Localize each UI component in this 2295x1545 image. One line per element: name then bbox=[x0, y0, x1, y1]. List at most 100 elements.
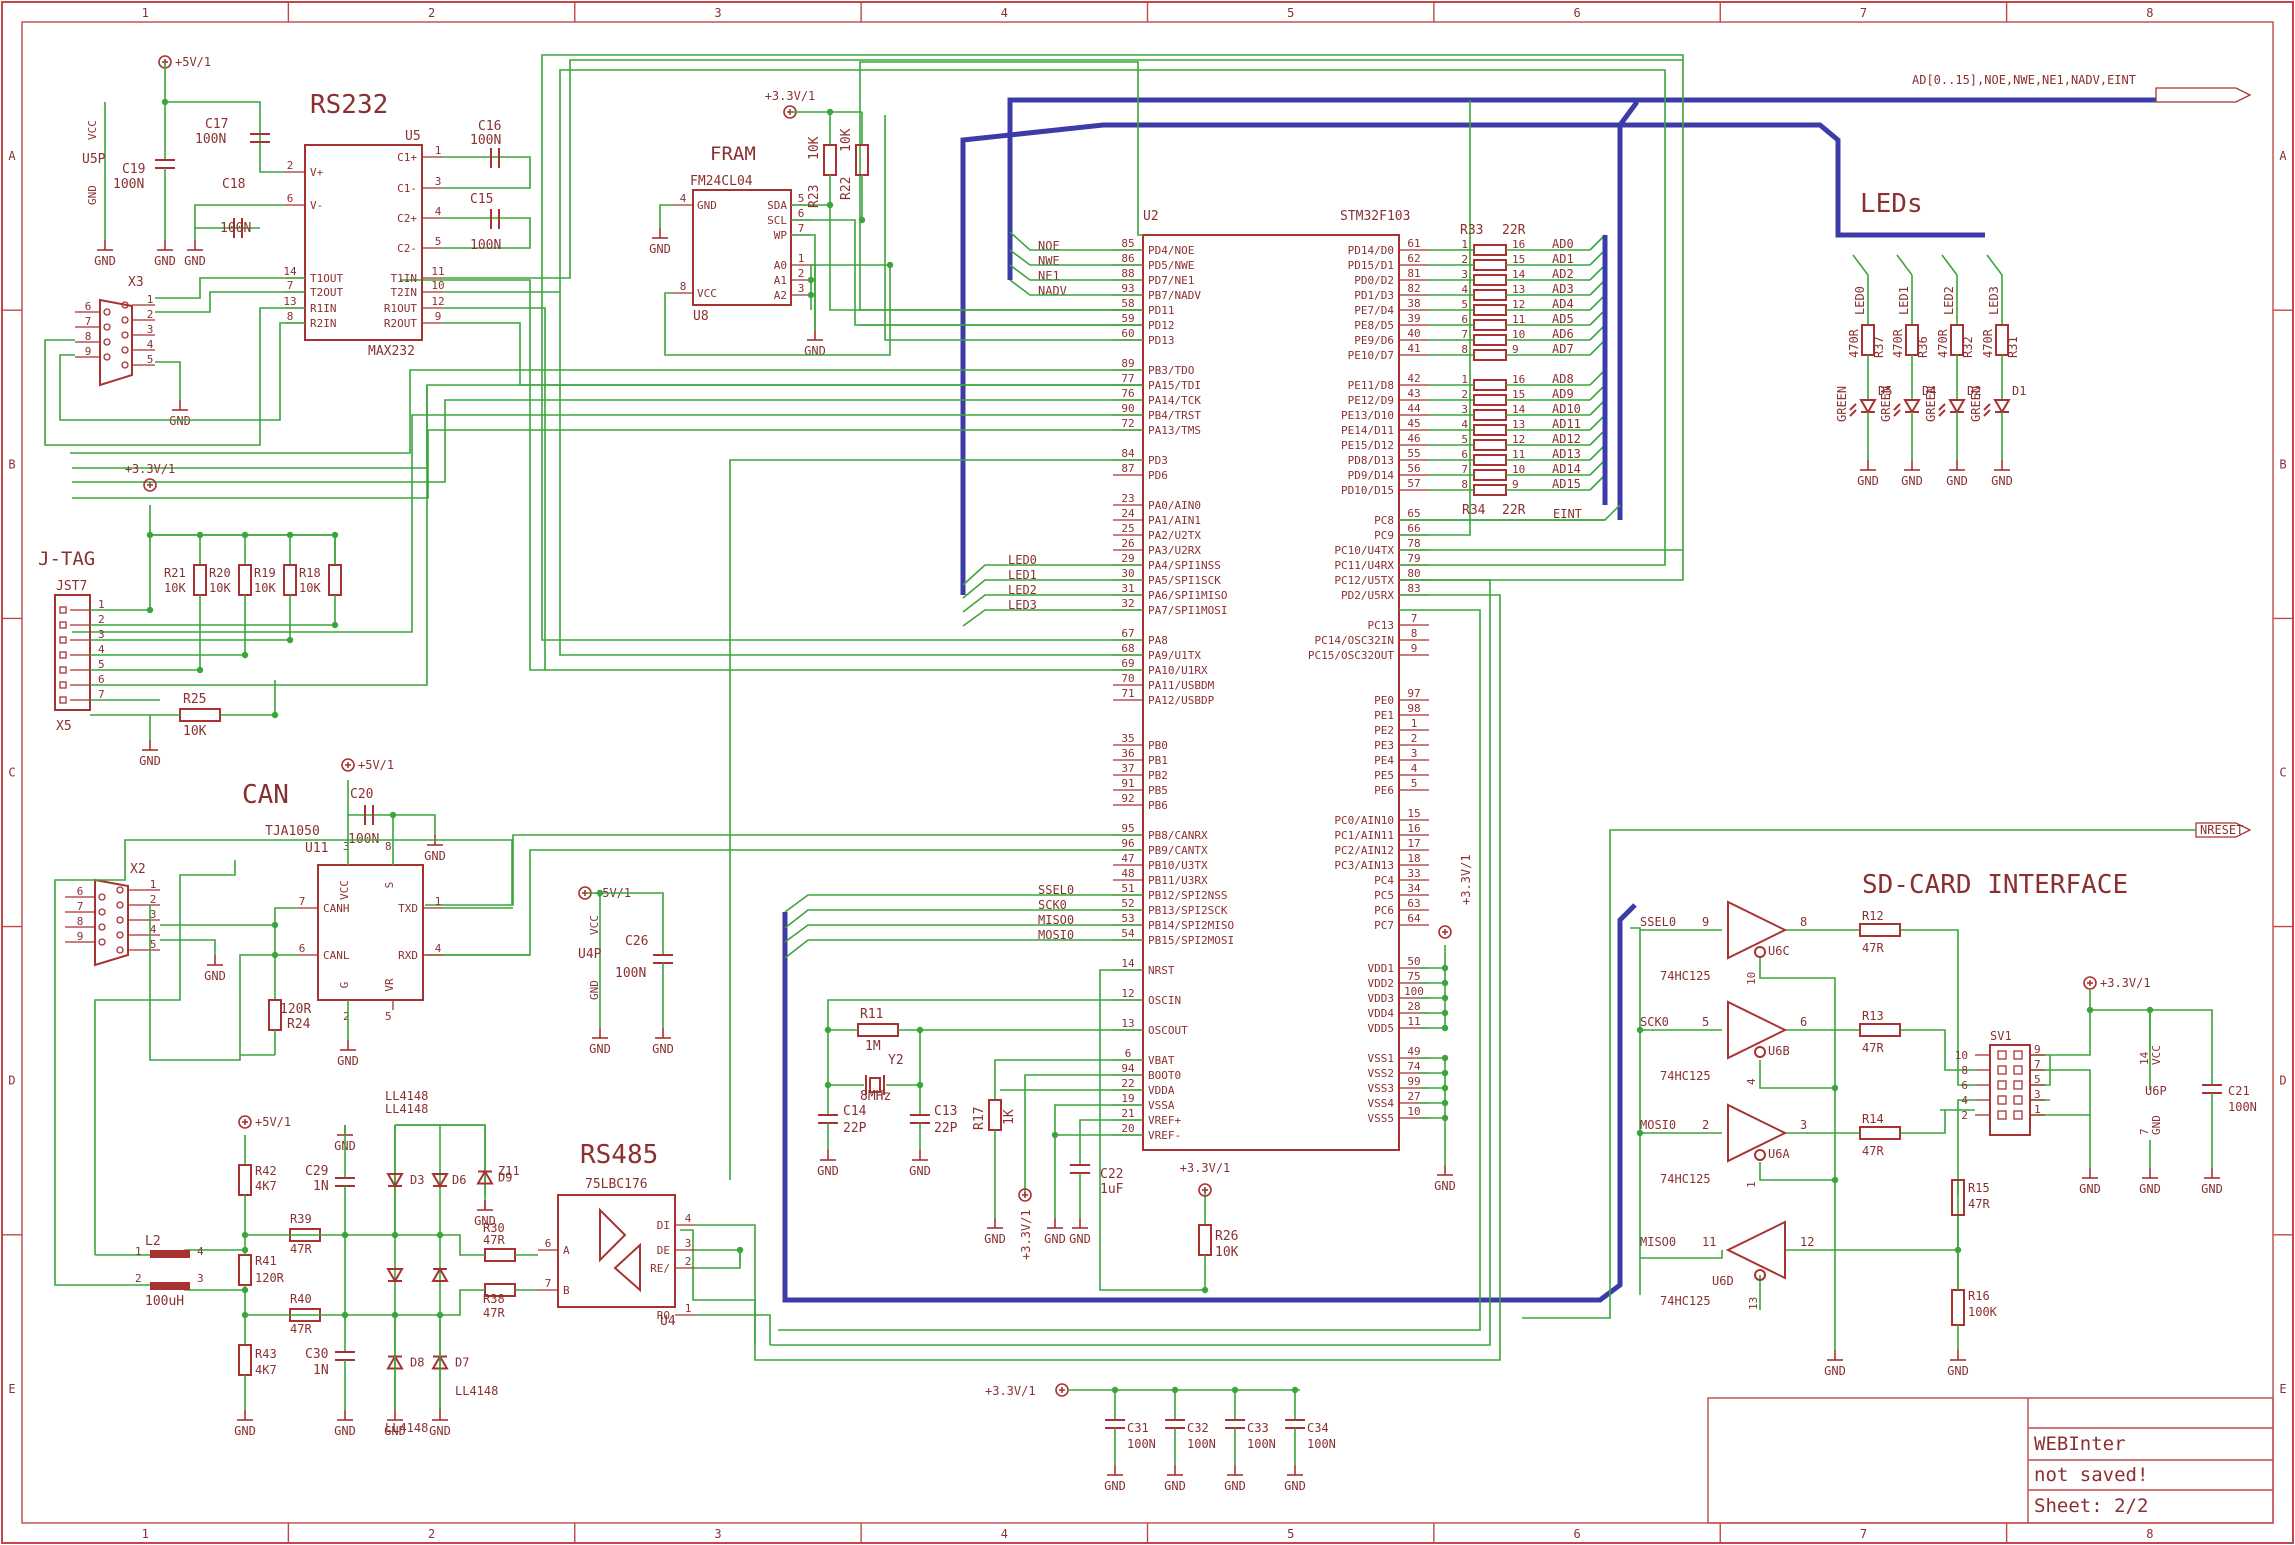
led-net-label: LED2 bbox=[1942, 286, 1956, 315]
u5-pin-number: 12 bbox=[431, 295, 444, 308]
mcu-pin-number: 21 bbox=[1121, 1107, 1134, 1120]
mcu-pin-name: PC13 bbox=[1368, 619, 1395, 632]
net-ssel0: SSEL0 bbox=[1038, 883, 1074, 897]
jtag-pin-number: 2 bbox=[98, 613, 105, 626]
can-s-pin: 8 bbox=[385, 840, 392, 853]
led-net-label: LED0 bbox=[1853, 286, 1867, 315]
c13-val: 22P bbox=[934, 1121, 958, 1136]
mcu-pin-name: VSS3 bbox=[1368, 1082, 1395, 1095]
net-led1: LED1 bbox=[1008, 568, 1037, 582]
r41-resistor bbox=[238, 1254, 252, 1286]
mcu-pin-name: PB14/SPI2MISO bbox=[1148, 919, 1234, 932]
mcu-pin-name: PB8/CANRX bbox=[1148, 829, 1208, 842]
gnd-symbol: GND bbox=[984, 1218, 1006, 1246]
mcu-pin-number: 90 bbox=[1121, 402, 1134, 415]
r34-val: 22R bbox=[1502, 503, 1526, 518]
junction-dot bbox=[1231, 1386, 1239, 1394]
mcu-pin-number: 96 bbox=[1121, 837, 1134, 850]
l2-ref: L2 bbox=[145, 1234, 161, 1249]
resnet-pin-left: 4 bbox=[1461, 418, 1468, 431]
jtag-pin-number: 5 bbox=[98, 658, 105, 671]
mcu-pin-number: 25 bbox=[1121, 522, 1134, 535]
u5-pin-name: T1IN bbox=[391, 272, 418, 285]
c19-cap: C19 100N bbox=[113, 102, 175, 240]
r43-ref: R43 bbox=[255, 1347, 277, 1361]
sv1-pin-left: 10 bbox=[1955, 1049, 1968, 1062]
r25-res: R25 10K bbox=[150, 692, 221, 739]
fram-pin-number: 4 bbox=[680, 192, 687, 205]
mcu-pin-number: 54 bbox=[1121, 927, 1135, 940]
resnet-element bbox=[1473, 274, 1507, 286]
gnd-symbol: GND bbox=[1946, 460, 1968, 488]
fram-pin-number: 8 bbox=[680, 280, 687, 293]
led-emit-arrow bbox=[1893, 403, 1901, 411]
u5-pin-name: C2+ bbox=[397, 212, 417, 225]
mcu-pin-name: PB11/U3RX bbox=[1148, 874, 1208, 887]
mcu-pin-number: 9 bbox=[1411, 642, 1418, 655]
u4-pin-name: RE/ bbox=[650, 1262, 670, 1275]
x3-pin-number: 4 bbox=[147, 338, 154, 351]
c22-val: 1uF bbox=[1100, 1182, 1124, 1197]
mcu-pin-number: 37 bbox=[1121, 762, 1134, 775]
u6p-gnd-pin: 7 bbox=[2138, 1128, 2151, 1135]
x2-pin-socket bbox=[116, 916, 124, 924]
decoup-val: 100N bbox=[1187, 1437, 1216, 1451]
led-diode-icon bbox=[1903, 399, 1921, 414]
mcu-pin-number: 19 bbox=[1121, 1092, 1134, 1105]
gnd-symbol: GND bbox=[474, 1200, 496, 1228]
x2-pin-socket bbox=[98, 938, 106, 946]
led-emit-arrow bbox=[1893, 409, 1901, 417]
u5-pin-name: V- bbox=[310, 199, 323, 212]
mcu-pin-number: 55 bbox=[1407, 447, 1420, 460]
mcu-pin-name: PB10/U3TX bbox=[1148, 859, 1208, 872]
col-label: 6 bbox=[1573, 1527, 1580, 1541]
led-bus-entry bbox=[1941, 254, 1958, 276]
supply-symbol bbox=[1438, 925, 1452, 939]
supply-circle-icon bbox=[143, 478, 157, 492]
mcu-pin-name: PC15/OSC32OUT bbox=[1308, 649, 1394, 662]
mcu-pin-number: 93 bbox=[1121, 282, 1134, 295]
nreset-label: NRESET bbox=[2200, 823, 2243, 837]
ad-net-label: AD3 bbox=[1552, 282, 1574, 296]
can-vcc-label: VCC bbox=[338, 880, 351, 900]
mcu-pin-number: 68 bbox=[1121, 642, 1134, 655]
gnd-symbol: GND bbox=[1164, 1465, 1186, 1493]
r33-ref: R33 bbox=[1460, 223, 1483, 238]
mcu-u2: U2 STM32F103 85PD4/NOE86PD5/NWE88PD7/NE1… bbox=[1113, 209, 1473, 1193]
gnd-label: GND bbox=[1284, 1479, 1306, 1493]
net-ne1: NE1 bbox=[1038, 269, 1060, 283]
col-label: 1 bbox=[142, 1527, 149, 1541]
r23-ref: R23 bbox=[807, 185, 822, 208]
mcu-pin-number: 15 bbox=[1407, 807, 1420, 820]
buffer-pin-in: 9 bbox=[1702, 915, 1709, 929]
supply-symbol: +3.3V/1 bbox=[125, 462, 175, 492]
jtag-x5: X5 bbox=[56, 719, 72, 734]
mcu-pin-name: PC7 bbox=[1374, 919, 1394, 932]
r16-resistor bbox=[1951, 1289, 1965, 1326]
mcu-left-wires bbox=[70, 54, 1684, 1180]
supply-circle-icon bbox=[1018, 1188, 1032, 1202]
col-label: 7 bbox=[1860, 6, 1867, 20]
mcu-pin-name: PE14/D11 bbox=[1341, 424, 1394, 437]
fram-pin-name: SDA bbox=[767, 199, 787, 212]
mcu-pin-name: PE9/D6 bbox=[1354, 334, 1394, 347]
mcu-pin-number: 47 bbox=[1121, 852, 1134, 865]
u5-pin-number: 11 bbox=[431, 265, 444, 278]
l2-pin: 2 bbox=[135, 1272, 142, 1285]
mcu-pin-name: PA9/U1TX bbox=[1148, 649, 1201, 662]
x2-pin-number: 7 bbox=[77, 900, 84, 913]
u5-pin-number: 13 bbox=[283, 295, 296, 308]
mcu-pin-name: PE13/D10 bbox=[1341, 409, 1394, 422]
x2-pin-socket bbox=[116, 931, 124, 939]
col-label: 4 bbox=[1001, 1527, 1008, 1541]
sv1-pin-right: 7 bbox=[2034, 1058, 2041, 1071]
mcu-pin-name: PD0/D2 bbox=[1354, 274, 1394, 287]
junction-dot bbox=[1954, 1246, 1962, 1254]
r43-val: 4K7 bbox=[255, 1363, 277, 1377]
mcu-pin-name: PE4 bbox=[1374, 754, 1394, 767]
row-label: A bbox=[8, 149, 16, 163]
ad-net-label: AD2 bbox=[1552, 267, 1574, 281]
mcu-pin-number: 16 bbox=[1407, 822, 1420, 835]
